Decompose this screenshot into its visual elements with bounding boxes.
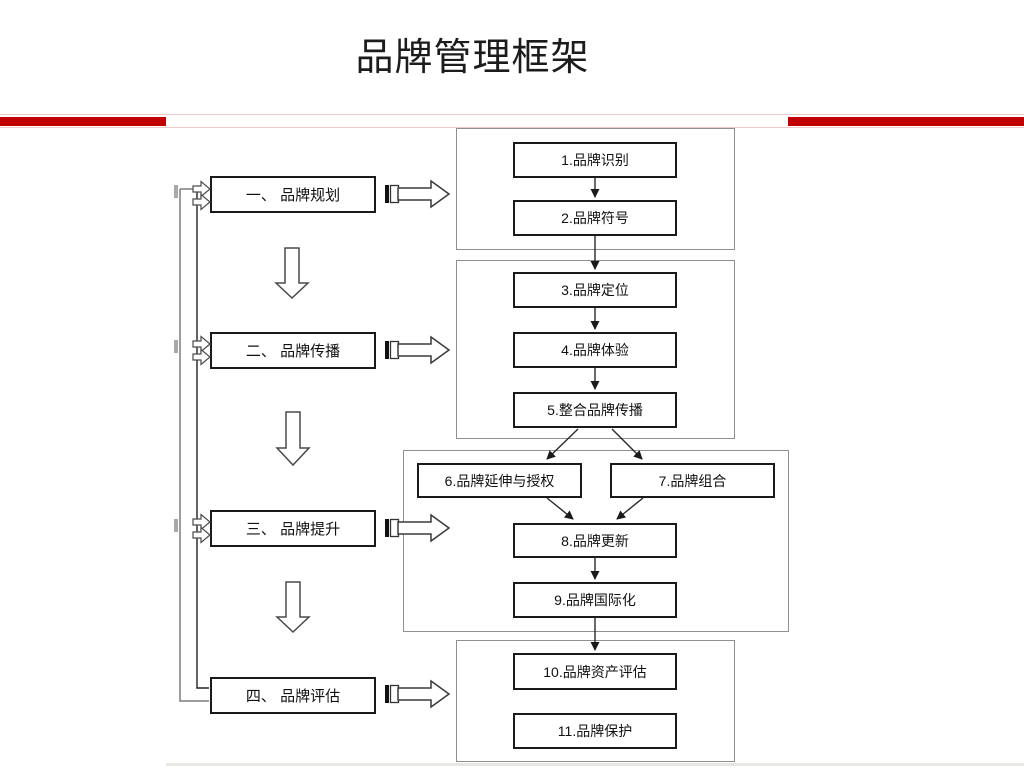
flow-node-brand-renewal: 8.品牌更新 [513,523,677,558]
bracket-arrow-icons [192,180,211,544]
flow-node-brand-experience: 4.品牌体验 [513,332,677,368]
flow-node-integrated-comms: 5.整合品牌传播 [513,392,677,428]
down-arrow-icon [274,247,311,634]
stage-box-evaluation: 四、 品牌评估 [210,677,376,714]
stage-bracket-line [174,185,209,702]
header-thin-line-2 [0,127,1024,128]
stage-box-communication: 二、 品牌传播 [210,332,376,369]
header-red-bar-right [788,117,1024,126]
flow-node-brand-protection: 11.品牌保护 [513,713,677,749]
bottom-rule [166,763,1024,766]
page-title: 品牌管理框架 [355,37,590,79]
flow-node-brand-positioning: 3.品牌定位 [513,272,677,308]
header-red-bar-left [0,117,166,126]
stage-box-promotion: 三、 品牌提升 [210,510,376,547]
flow-node-brand-internationalization: 9.品牌国际化 [513,582,677,618]
flow-node-brand-identity: 1.品牌识别 [513,142,677,178]
header-thin-line [0,114,1024,115]
flow-node-brand-asset-evaluation: 10.品牌资产评估 [513,653,677,690]
stage-box-planning: 一、 品牌规划 [210,176,376,213]
flow-node-brand-portfolio: 7.品牌组合 [610,463,775,498]
flow-node-extension-licensing: 6.品牌延伸与授权 [417,463,582,498]
flow-node-brand-symbol: 2.品牌符号 [513,200,677,236]
